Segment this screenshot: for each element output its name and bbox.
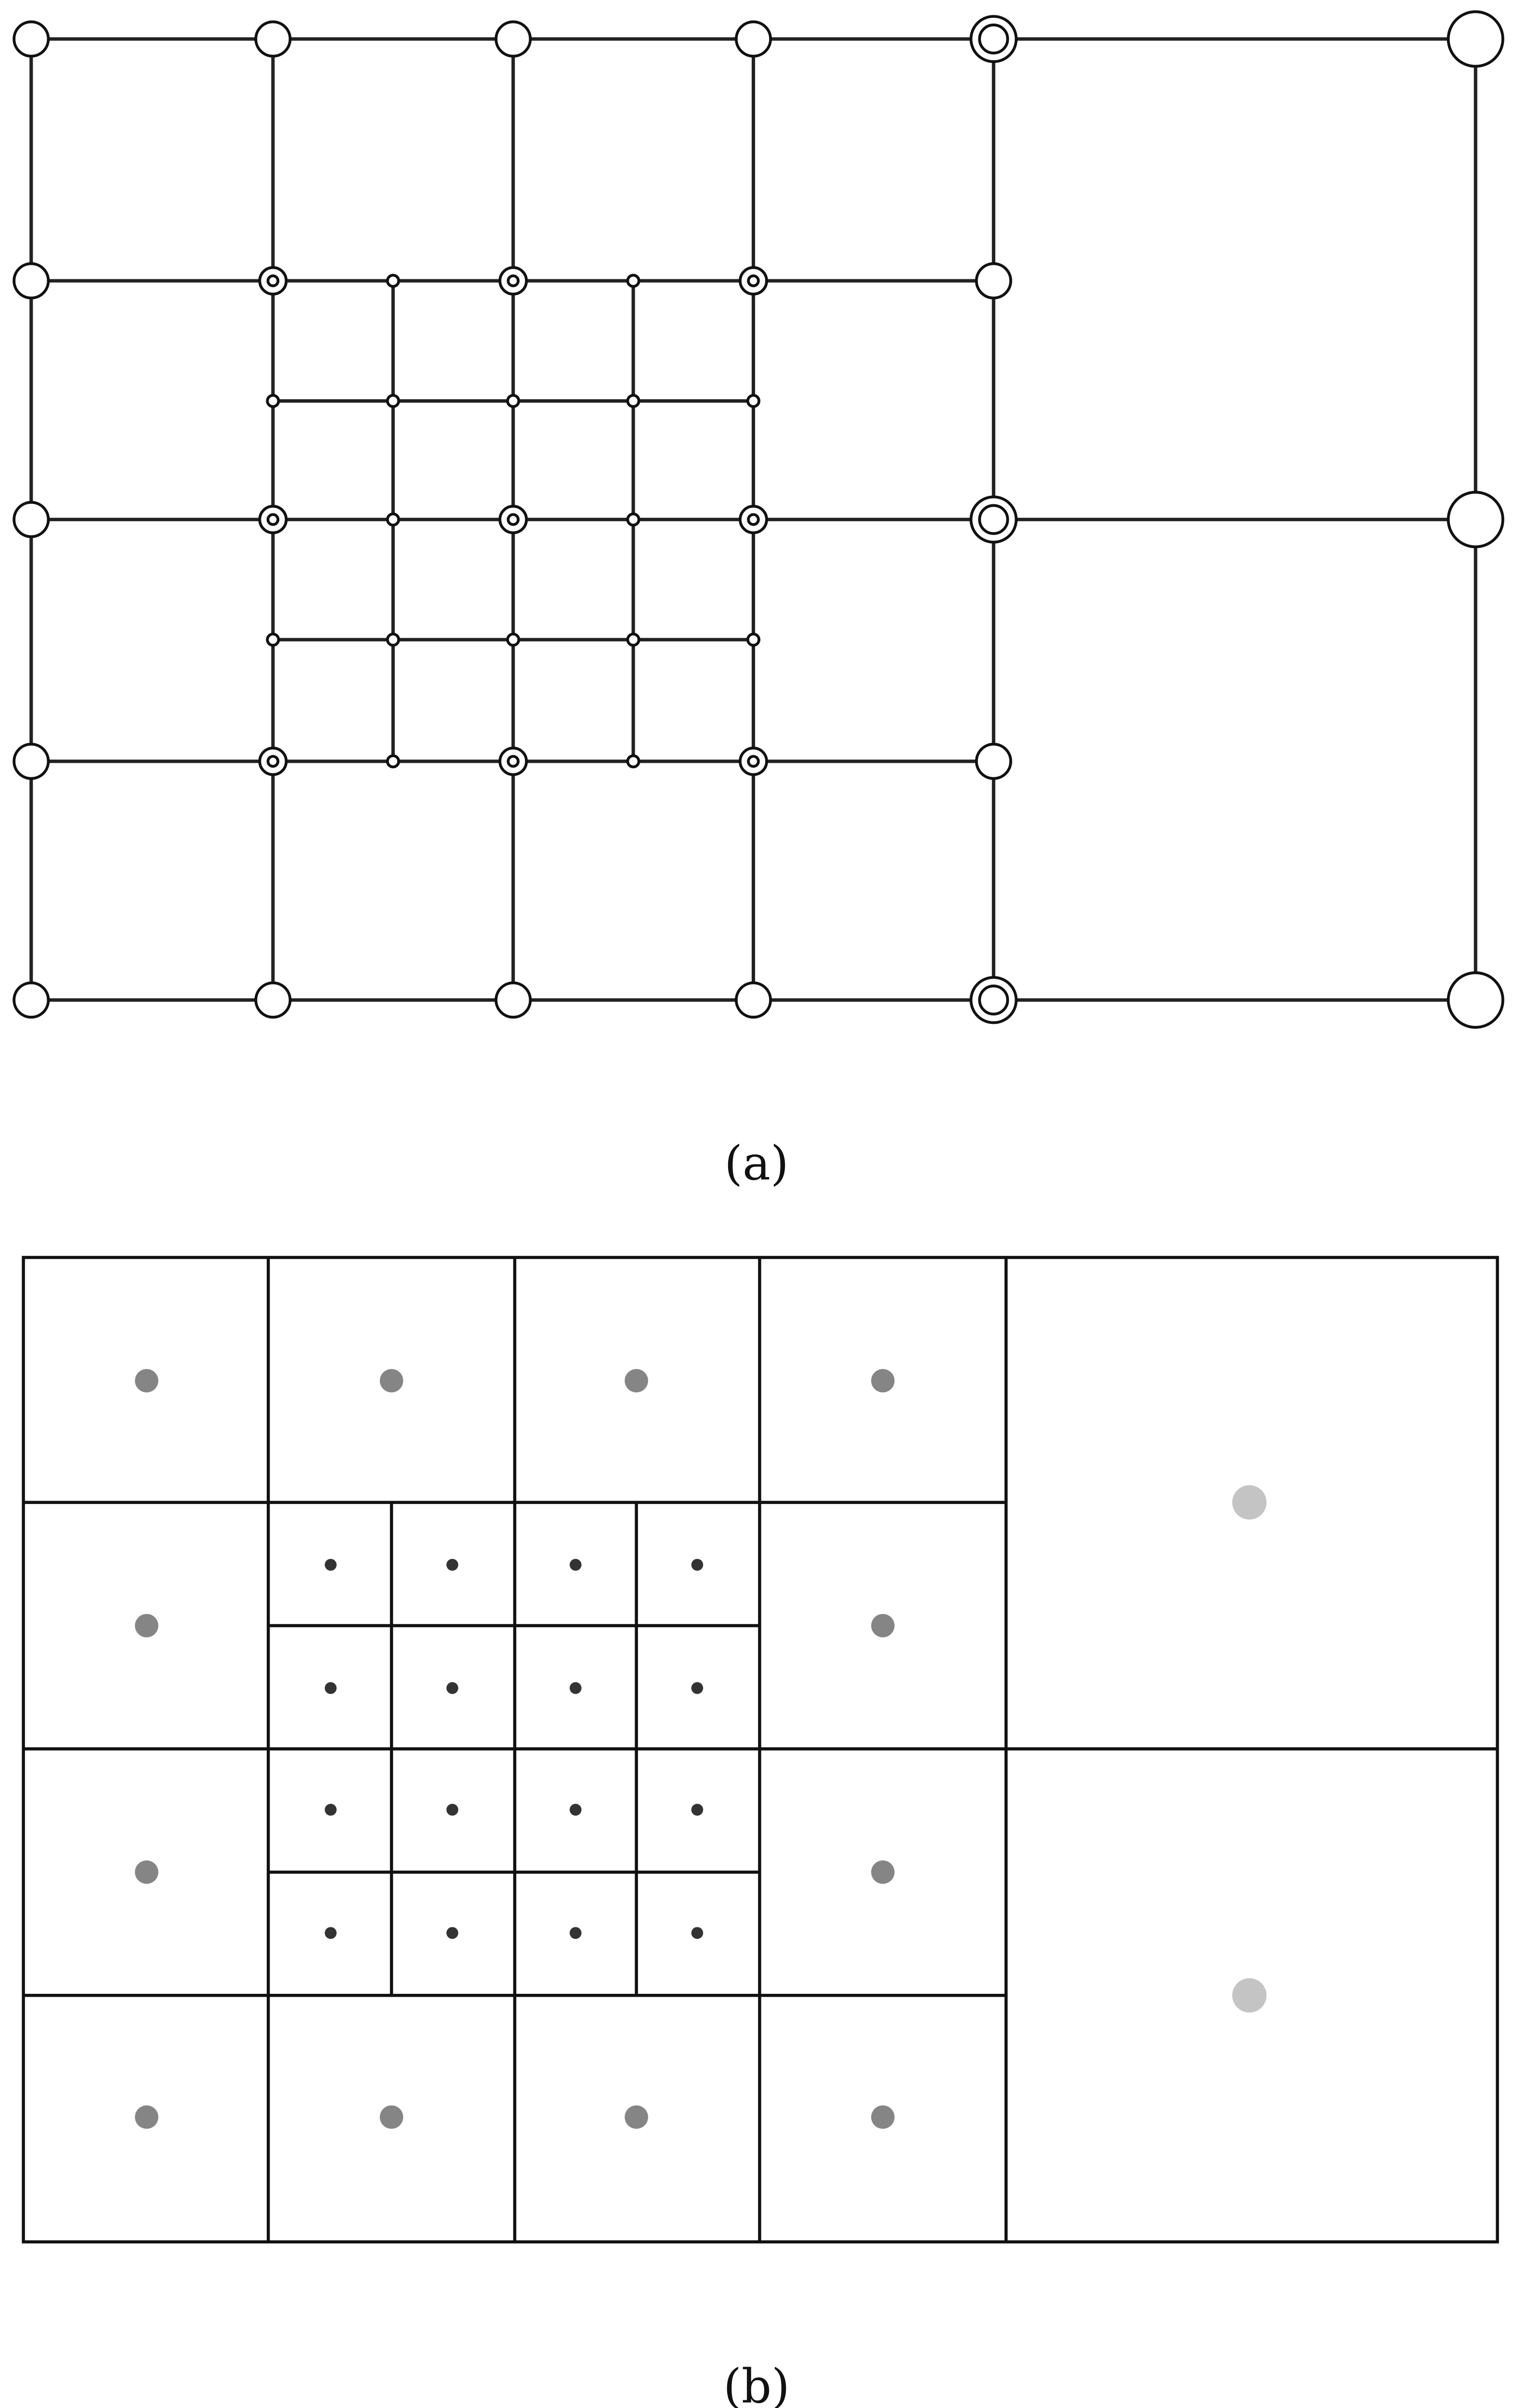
cell-center-fine — [446, 1927, 458, 1939]
cell-center-medium — [135, 1369, 158, 1393]
cell-center-medium — [135, 2105, 158, 2129]
cell-center-fine — [446, 1558, 458, 1571]
cell-center-fine — [569, 1804, 582, 1816]
cell-center-fine — [691, 1558, 704, 1571]
coarse-node-large — [1447, 971, 1504, 1029]
cell-center-fine — [446, 1804, 458, 1816]
subfigure-a-graph — [13, 10, 1504, 1029]
graph-node — [13, 743, 50, 780]
shared-fine-node-inner — [747, 274, 760, 288]
cell-center-coarse — [1232, 1485, 1267, 1520]
cell-center-fine — [325, 1927, 337, 1939]
fine-node — [386, 393, 400, 408]
cell-center-fine — [569, 1682, 582, 1694]
subfigure-b-label: (b) — [723, 2359, 790, 2408]
graph-node — [495, 981, 532, 1019]
cell-center-fine — [325, 1558, 337, 1571]
cell-center-coarse — [1232, 1978, 1267, 2013]
shared-fine-node-inner — [507, 274, 520, 288]
cell-boundaries — [22, 1256, 1499, 2244]
fine-node — [626, 512, 640, 527]
fine-node — [506, 632, 521, 647]
shared-fine-node-inner — [266, 513, 280, 526]
coarse-node-large — [1447, 10, 1504, 68]
fine-node — [626, 754, 640, 769]
graph-node — [975, 262, 1012, 300]
fine-node — [386, 632, 400, 647]
graph-node — [495, 20, 532, 58]
fine-node — [626, 632, 640, 647]
cell-center-fine — [691, 1804, 704, 1816]
shared-fine-node-inner — [507, 755, 520, 768]
cell-center-medium — [871, 1614, 895, 1637]
cell-center-medium — [871, 1860, 895, 1884]
fine-node — [386, 512, 400, 527]
graph-node — [254, 981, 292, 1019]
cell-center-fine — [325, 1804, 337, 1816]
fine-node — [746, 632, 761, 647]
cell-center-fine — [569, 1927, 582, 1939]
transition-node-inner — [978, 23, 1009, 55]
graph-nodes — [13, 10, 1504, 1029]
subfigure-a-label: (a) — [724, 1136, 789, 1191]
fine-node — [746, 393, 761, 408]
graph-node — [734, 981, 772, 1019]
shared-fine-node-inner — [747, 755, 760, 768]
fine-node — [386, 754, 400, 769]
fine-node — [266, 632, 280, 647]
graph-node — [13, 501, 50, 538]
cell-center-medium — [135, 1860, 158, 1884]
shared-fine-node-inner — [266, 755, 280, 768]
transition-node-inner — [978, 984, 1009, 1016]
cell-center-fine — [691, 1927, 704, 1939]
cell-center-medium — [871, 1369, 895, 1393]
fine-node — [506, 393, 521, 408]
graph-node — [13, 20, 50, 58]
shared-fine-node-inner — [266, 274, 280, 288]
cell-center-fine — [325, 1682, 337, 1694]
cell-center-points — [135, 1369, 1267, 2129]
graph-node — [254, 20, 292, 58]
cell-center-medium — [625, 2105, 648, 2129]
graph-node — [13, 262, 50, 300]
fine-node — [626, 274, 640, 288]
cell-center-medium — [379, 1369, 404, 1393]
shared-fine-node-inner — [507, 513, 520, 526]
cell-center-medium — [871, 2105, 895, 2129]
graph-node — [734, 20, 772, 58]
cell-center-medium — [625, 1369, 648, 1393]
cell-center-medium — [135, 1614, 158, 1637]
cell-center-medium — [379, 2105, 404, 2129]
graph-node — [13, 981, 50, 1019]
coarse-node-large — [1447, 491, 1504, 549]
fine-node — [626, 393, 640, 408]
subfigure-b-cells — [22, 1256, 1499, 2244]
graph-node — [975, 743, 1012, 780]
cell-center-fine — [691, 1682, 704, 1694]
transition-node-inner — [978, 504, 1009, 535]
shared-fine-node-inner — [747, 513, 760, 526]
cell-center-fine — [569, 1558, 582, 1571]
fine-node — [386, 274, 400, 288]
fine-node — [266, 393, 280, 408]
cell-center-fine — [446, 1682, 458, 1694]
